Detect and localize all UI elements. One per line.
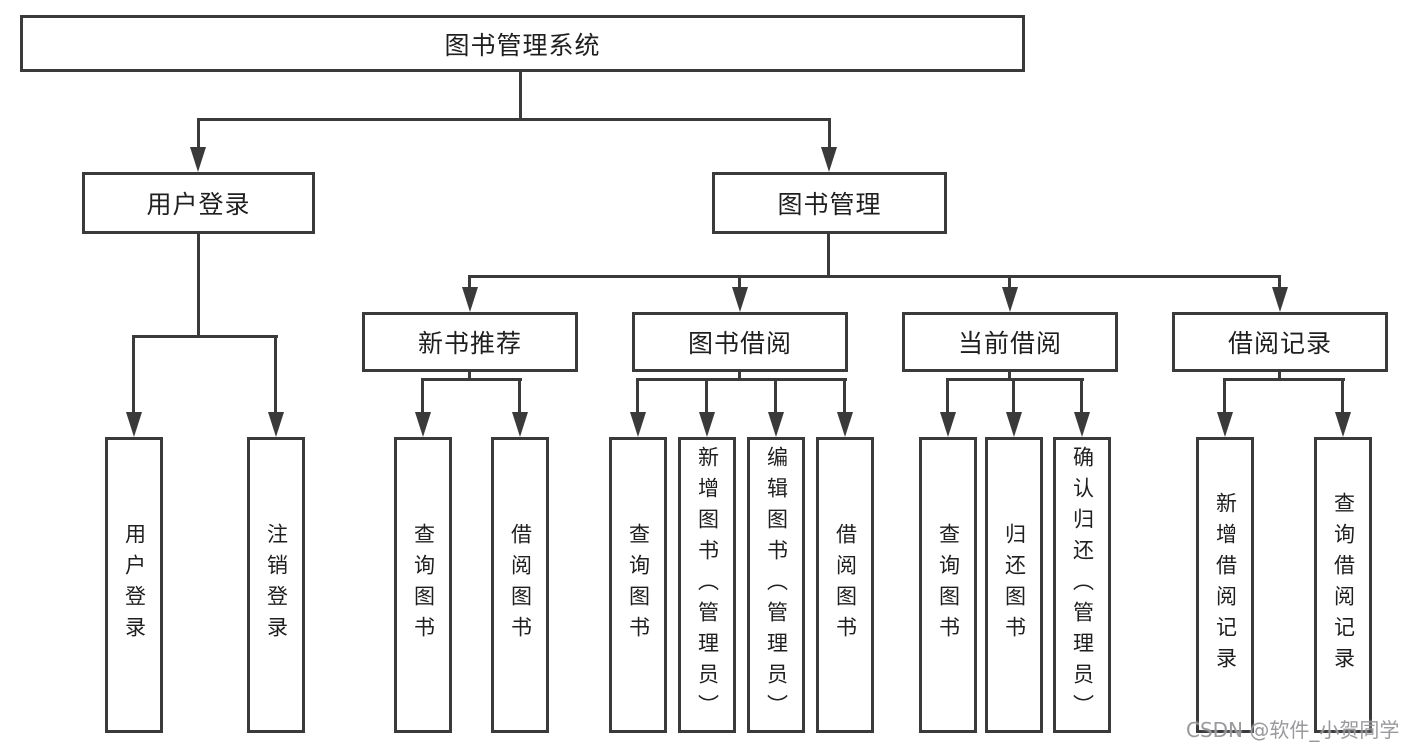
connector-line (636, 378, 639, 414)
connector-line (946, 378, 1084, 381)
connector-line (774, 378, 777, 414)
node-label: 图书管理 (777, 190, 882, 219)
node-label: 图书管理系统 (444, 30, 601, 60)
arrowhead-icon (1002, 287, 1018, 312)
leaf-label: 确认归还（管理员） (1070, 445, 1095, 725)
leaf-label: 注销登录 (264, 523, 289, 647)
leaf-query-borrow-record: 查询借阅记录 (1314, 437, 1372, 733)
leaf-add-book-admin: 新增图书（管理员） (678, 437, 736, 733)
leaf-confirm-return-admin: 确认归还（管理员） (1053, 437, 1111, 733)
leaf-label: 查询图书 (411, 523, 436, 647)
node-current-borrowing: 当前借阅 (902, 312, 1118, 372)
connector-line (1080, 378, 1083, 414)
connector-line (132, 335, 135, 415)
connector-line (843, 378, 846, 414)
leaf-user-login: 用户登录 (105, 437, 163, 733)
connector-line (1223, 378, 1226, 414)
connector-line (468, 372, 471, 381)
connector-line (132, 335, 278, 338)
connector-line (274, 335, 277, 415)
connector-line (1012, 378, 1015, 414)
connector-line (519, 72, 522, 120)
leaf-label: 用户登录 (122, 523, 147, 647)
connector-line (1278, 275, 1281, 290)
connector-line (827, 234, 830, 276)
arrowhead-icon (768, 412, 784, 437)
connector-line (197, 234, 200, 338)
arrowhead-icon (126, 412, 142, 437)
connector-line (738, 275, 741, 290)
arrowhead-icon (268, 412, 284, 437)
arrowhead-icon (630, 412, 646, 437)
leaf-label: 借阅图书 (508, 523, 533, 647)
arrowhead-icon (699, 412, 715, 437)
connector-line (421, 378, 424, 414)
leaf-query-books-borrowing: 查询图书 (609, 437, 667, 733)
arrowhead-icon (1217, 412, 1233, 437)
leaf-edit-book-admin: 编辑图书（管理员） (747, 437, 805, 733)
connector-line (828, 118, 831, 150)
leaf-label: 查询图书 (626, 523, 651, 647)
leaf-logout-login: 注销登录 (247, 437, 305, 733)
leaf-label: 新增借阅记录 (1213, 492, 1238, 678)
node-user-login: 用户登录 (82, 172, 315, 234)
watermark: CSDN @软件_小贺同学 (1186, 718, 1400, 742)
node-label: 借阅记录 (1227, 329, 1332, 358)
arrowhead-icon (1074, 412, 1090, 437)
leaf-query-books-current: 查询图书 (919, 437, 977, 733)
node-new-book-recommendation: 新书推荐 (362, 312, 578, 372)
leaf-label: 新增图书（管理员） (695, 445, 720, 725)
leaf-borrow-books-borrowing: 借阅图书 (816, 437, 874, 733)
leaf-borrow-books-recommend: 借阅图书 (491, 437, 549, 733)
leaf-return-book: 归还图书 (985, 437, 1043, 733)
leaf-label: 编辑图书（管理员） (764, 445, 789, 725)
arrowhead-icon (1272, 287, 1288, 312)
arrowhead-icon (821, 147, 837, 172)
node-label: 新书推荐 (417, 329, 522, 358)
connector-line (705, 378, 708, 414)
node-book-management: 图书管理 (712, 172, 947, 234)
arrowhead-icon (512, 412, 528, 437)
node-label: 用户登录 (146, 190, 251, 219)
arrowhead-icon (462, 287, 478, 312)
connector-line (197, 118, 200, 150)
arrowhead-icon (415, 412, 431, 437)
node-label: 当前借阅 (957, 329, 1062, 358)
leaf-label: 查询图书 (936, 523, 961, 647)
connector-line (421, 378, 522, 381)
node-borrowing-records: 借阅记录 (1172, 312, 1388, 372)
connector-line (518, 378, 521, 414)
connector-line (1278, 372, 1281, 381)
connector-line (946, 378, 949, 414)
leaf-label: 归还图书 (1002, 523, 1027, 647)
arrowhead-icon (1006, 412, 1022, 437)
leaf-label: 查询借阅记录 (1331, 492, 1356, 678)
arrowhead-icon (190, 147, 206, 172)
leaf-label: 借阅图书 (833, 523, 858, 647)
connector-line (468, 275, 471, 290)
connector-line (738, 372, 741, 381)
node-label: 图书借阅 (687, 329, 792, 358)
arrowhead-icon (837, 412, 853, 437)
arrowhead-icon (732, 287, 748, 312)
connector-line (1223, 378, 1345, 381)
connector-line (1008, 372, 1011, 381)
connector-line (197, 118, 831, 121)
leaf-query-books-recommend: 查询图书 (394, 437, 452, 733)
connector-line (1341, 378, 1344, 414)
node-library-management-system: 图书管理系统 (20, 15, 1025, 72)
leaf-add-borrow-record: 新增借阅记录 (1196, 437, 1254, 733)
connector-line (636, 378, 847, 381)
connector-line (1008, 275, 1011, 290)
connector-line (468, 275, 1281, 278)
arrowhead-icon (940, 412, 956, 437)
arrowhead-icon (1335, 412, 1351, 437)
node-book-borrowing: 图书借阅 (632, 312, 848, 372)
